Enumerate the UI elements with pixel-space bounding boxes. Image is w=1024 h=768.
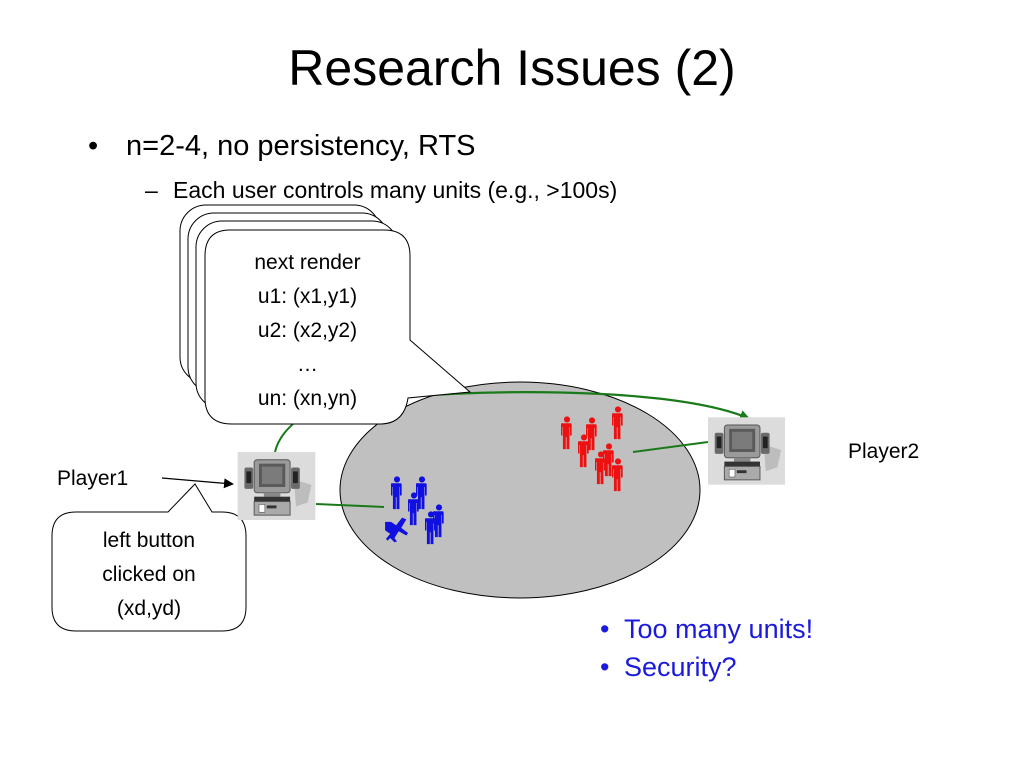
bullet-marker: – (145, 177, 158, 203)
render-line: … (297, 353, 318, 376)
bullet-level1: • n=2-4, no persistency, RTS (88, 128, 476, 164)
bullet-text: n=2-4, no persistency, RTS (126, 130, 476, 162)
player1-label: Player1 (57, 467, 129, 490)
conclusion-text: Too many units! (624, 614, 814, 644)
player2-computer-icon[interactable] (708, 417, 785, 485)
click-line: (xd,yd) (116, 597, 182, 620)
conclusion-text: Security? (624, 652, 737, 682)
conclusion-list: • Too many units! • Security? (600, 610, 813, 686)
bullet-level2: –Each user controls many units (e.g., >1… (145, 175, 617, 205)
slide-title: Research Issues (2) (288, 40, 736, 96)
bullet-marker: • (600, 652, 610, 682)
render-line: u1: (x1,y1) (257, 285, 358, 308)
player1-computer-icon[interactable] (237, 452, 316, 520)
render-line: next render (254, 251, 361, 274)
player1-pointer-arrow (161, 477, 234, 489)
click-callout-text: left button clicked on (xd,yd) (52, 524, 246, 626)
click-line: clicked on (102, 563, 196, 586)
render-callout-front (204, 229, 472, 425)
player2-label: Player2 (848, 440, 920, 463)
bullet-marker: • (88, 130, 99, 162)
conclusion-item: • Too many units! (600, 610, 813, 648)
conclusion-item: • Security? (600, 648, 813, 686)
game-world-ellipse (339, 381, 701, 599)
render-line: u2: (x2,y2) (257, 319, 358, 342)
render-callout-text: next render u1: (x1,y1) u2: (x2,y2) … un… (205, 246, 410, 416)
bullet-text: Each user controls many units (e.g., >10… (173, 177, 618, 203)
bullet-marker: • (600, 614, 610, 644)
render-callout-stack (179, 204, 472, 425)
click-callout-shape (51, 483, 247, 632)
render-line: un: (xn,yn) (257, 387, 358, 410)
click-line: left button (102, 529, 196, 552)
link-player2-to-units (632, 441, 709, 453)
link-player1-to-units (315, 503, 385, 508)
